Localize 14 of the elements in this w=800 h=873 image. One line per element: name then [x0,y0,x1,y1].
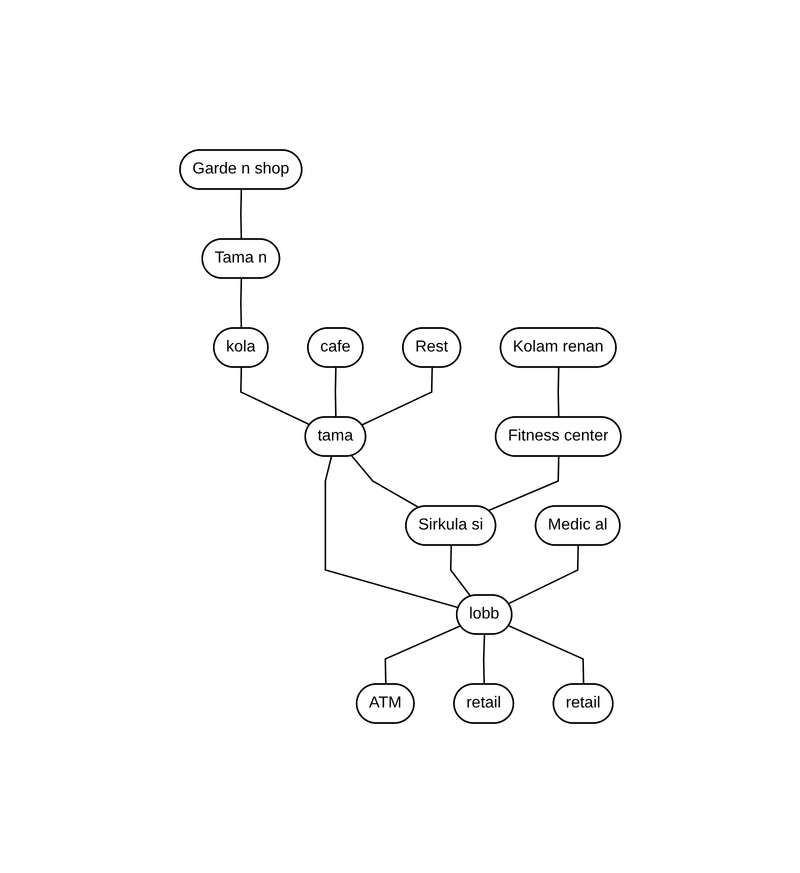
connector [361,367,432,426]
connector [508,545,579,604]
connector [482,634,485,684]
connector [508,625,584,684]
connector [350,455,420,508]
connector [240,367,310,426]
connector [334,367,336,418]
connector [450,545,471,597]
connector [384,625,460,684]
connector [240,189,242,240]
connector [324,456,458,608]
connector [557,367,560,418]
connector [240,278,242,328]
connector [488,456,560,512]
